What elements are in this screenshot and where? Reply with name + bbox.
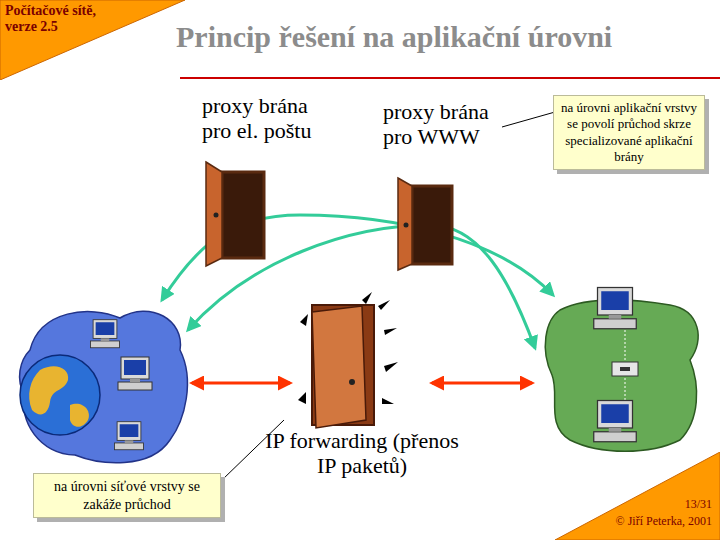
leader-line xyxy=(502,112,555,127)
proxy-label: proxy brána pro WWW xyxy=(383,99,523,150)
ip-arrow xyxy=(432,382,532,385)
footer-corner: 13/31 © Jiří Peterka, 2001 xyxy=(555,452,720,540)
corner-text: 13/31 xyxy=(685,498,712,512)
callout-box: na úrovni aplikační vrstvy se povolí prů… xyxy=(553,95,705,170)
mail-proxy-door xyxy=(206,162,264,266)
forwarding-label: IP forwarding (přenos IP paketů) xyxy=(262,428,462,479)
corner-text: © Jiří Peterka, 2001 xyxy=(616,515,712,529)
proxy-label: proxy brána pro el. poštu xyxy=(202,93,342,144)
header-corner: Počítačové sítě, verze 2.5 xyxy=(0,0,185,80)
callout-text: na úrovni aplikační vrstvy se povolí prů… xyxy=(560,100,698,165)
slide-title: Princip řešení na aplikační úrovni xyxy=(176,20,716,54)
title-rule xyxy=(180,77,720,79)
internet-cloud xyxy=(20,311,188,463)
callout-text: na úrovni síťové vrstvy se zakáže průcho… xyxy=(40,478,214,513)
corner-text: Počítačové sítě, verze 2.5 xyxy=(5,3,130,35)
ip-arrow xyxy=(192,382,290,385)
www-proxy-door xyxy=(398,178,452,270)
local-network xyxy=(545,288,698,452)
callout-box: na úrovni síťové vrstvy se zakáže průcho… xyxy=(33,473,221,518)
closed-door xyxy=(298,292,398,428)
